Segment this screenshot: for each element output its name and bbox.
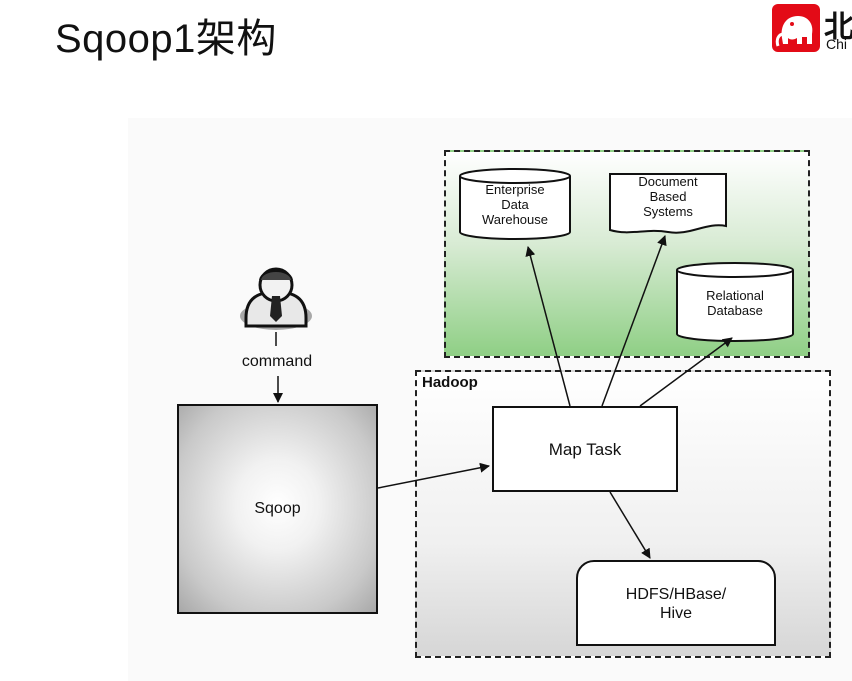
logo-text: 北 bbox=[824, 11, 852, 44]
document-systems-node bbox=[609, 173, 727, 234]
document-systems-label: Document Based Systems bbox=[638, 174, 698, 219]
hadoop-label: Hadoop bbox=[422, 374, 478, 391]
elephant-logo-icon bbox=[772, 4, 820, 52]
company-logo: 北 Chi bbox=[770, 2, 852, 54]
sqoop-label: Sqoop bbox=[254, 500, 301, 517]
logo-subtext: Chi bbox=[826, 36, 848, 52]
relational-database-node bbox=[676, 262, 794, 342]
map-task-label: Map Task bbox=[548, 440, 622, 459]
map-task-node bbox=[492, 406, 678, 492]
maptask-to-dw-arrow bbox=[525, 246, 571, 407]
hdfs-hbase-hive-node bbox=[576, 560, 776, 646]
maptask-to-rdb-arrow bbox=[639, 337, 733, 407]
maptask-to-document-arrow bbox=[601, 235, 667, 407]
slide-title: Sqoop1架构 bbox=[55, 17, 277, 61]
maptask-to-hdfs-arrow bbox=[609, 491, 651, 559]
hdfs-hbase-hive-label: HDFS/HBase/ Hive bbox=[625, 586, 727, 622]
sqoop-node bbox=[177, 404, 378, 614]
relational-database-label: Relational Database bbox=[706, 288, 764, 318]
enterprise-dw-label: Enterprise Data Warehouse bbox=[482, 182, 548, 227]
enterprise-data-warehouse-node bbox=[459, 168, 571, 240]
command-label: command bbox=[241, 353, 313, 370]
sqoop-to-maptask-arrow bbox=[377, 462, 490, 489]
user-icon bbox=[240, 267, 312, 346]
